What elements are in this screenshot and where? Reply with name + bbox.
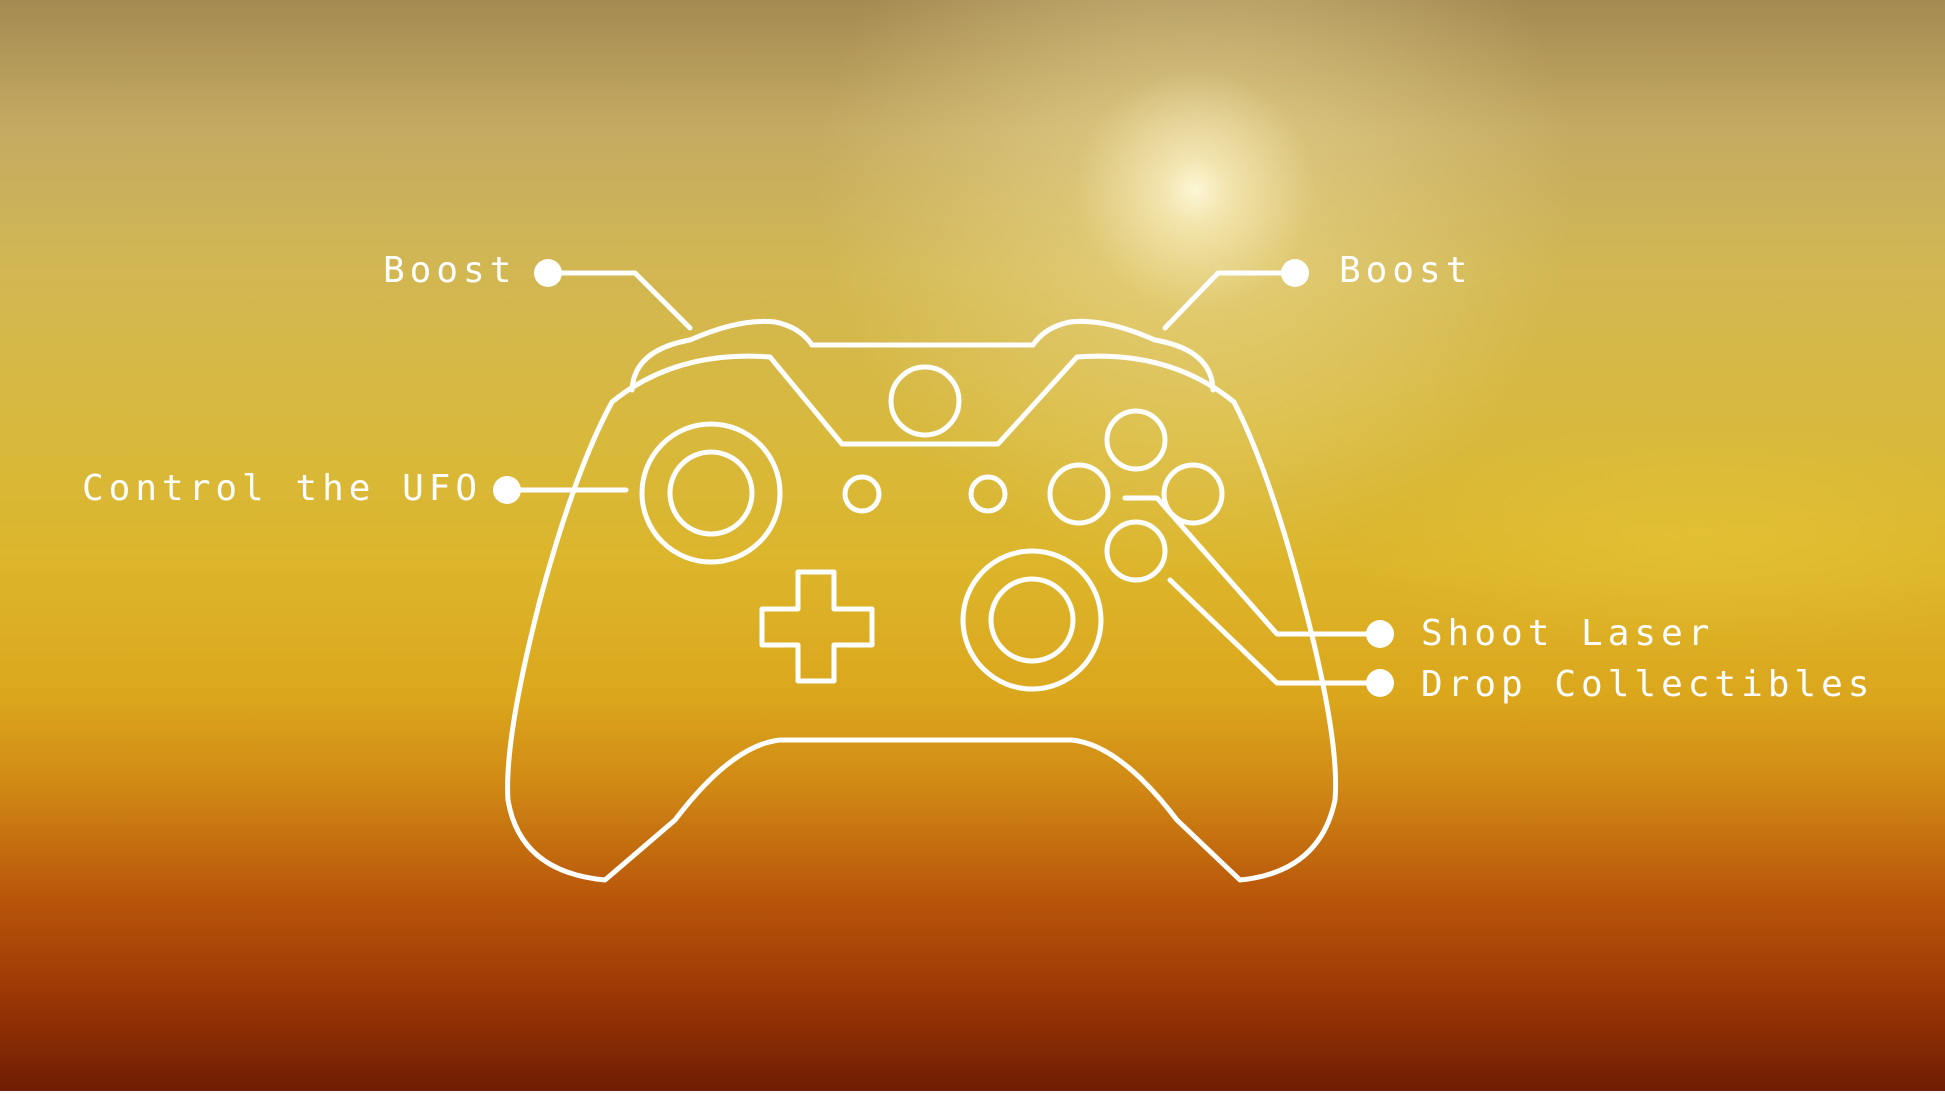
d-pad (759, 569, 875, 684)
b-button (1161, 462, 1225, 526)
y-button (1104, 408, 1168, 472)
callout-line-right-bumper (1162, 270, 1298, 331)
callout-line-shoot-laser (1122, 495, 1381, 637)
view-button (842, 474, 882, 514)
right-stick (988, 576, 1076, 664)
right-stick-ring (960, 548, 1104, 692)
callout-dot-right-bumper (1281, 259, 1309, 287)
label-a-button: Drop Collectibles (1421, 664, 1875, 705)
callout-dot-shoot-laser (1366, 620, 1394, 648)
callout-dot-left-bumper (534, 259, 562, 287)
left-bumper-outline (629, 318, 815, 393)
left-stick (667, 449, 755, 537)
menu-button (968, 474, 1008, 514)
controller-body (505, 353, 1339, 883)
x-button (1047, 462, 1111, 526)
left-stick-ring (639, 421, 783, 565)
label-x-button: Shoot Laser (1421, 613, 1715, 654)
label-right-bumper: Boost (1339, 250, 1473, 291)
right-bumper-outline (1030, 318, 1216, 393)
a-button (1104, 519, 1168, 583)
label-left-bumper: Boost (383, 250, 517, 291)
bottom-edge (0, 1091, 1945, 1094)
label-left-stick: Control the UFO (82, 468, 483, 509)
callout-line-left-bumper (545, 270, 693, 331)
guide-button (888, 364, 962, 438)
callout-line-drop-collectibles (1167, 577, 1381, 686)
callout-dot-left-stick (493, 476, 521, 504)
callout-dot-drop-collectibles (1366, 669, 1394, 697)
gamepad-outline-icon (505, 318, 1339, 883)
